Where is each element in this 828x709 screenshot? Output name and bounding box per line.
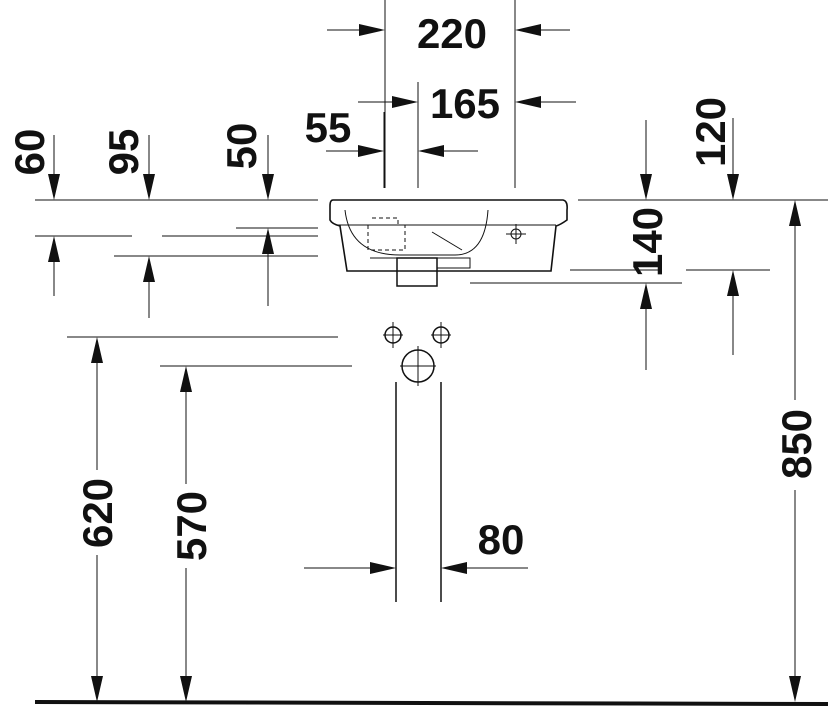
dim-label-50: 50	[218, 123, 265, 170]
dim-label-80: 80	[478, 516, 525, 563]
reference-lines-right	[470, 199, 828, 284]
supply-connections	[383, 322, 451, 386]
dim-165: 165	[358, 80, 576, 188]
reference-lines-lower	[67, 336, 352, 367]
dim-55: 55	[305, 104, 478, 188]
washbasin	[329, 199, 568, 287]
waste-pipe	[395, 382, 442, 602]
tap-hole-marker	[506, 224, 526, 244]
dim-80: 80	[304, 516, 528, 574]
dim-label-55: 55	[305, 104, 352, 151]
dim-570: 570	[168, 366, 215, 702]
dim-label-140: 140	[624, 207, 671, 277]
dim-label-95: 95	[100, 129, 147, 176]
dim-50: 50	[218, 123, 274, 306]
dim-label-620: 620	[74, 478, 121, 548]
dim-label-60: 60	[6, 129, 53, 176]
dim-label-120: 120	[687, 97, 734, 167]
dim-label-165: 165	[430, 80, 500, 127]
dim-220: 220	[327, 0, 570, 188]
floor-line	[34, 700, 828, 706]
dim-95: 95	[100, 129, 155, 318]
dim-label-220: 220	[417, 10, 487, 57]
reference-lines-left	[35, 199, 318, 257]
dim-label-570: 570	[168, 491, 215, 561]
dim-120: 120	[687, 97, 739, 355]
dim-140: 140	[624, 120, 671, 370]
dim-850: 850	[773, 200, 820, 702]
dim-60: 60	[6, 129, 60, 296]
dim-620: 620	[74, 337, 121, 702]
dim-label-850: 850	[773, 409, 820, 479]
